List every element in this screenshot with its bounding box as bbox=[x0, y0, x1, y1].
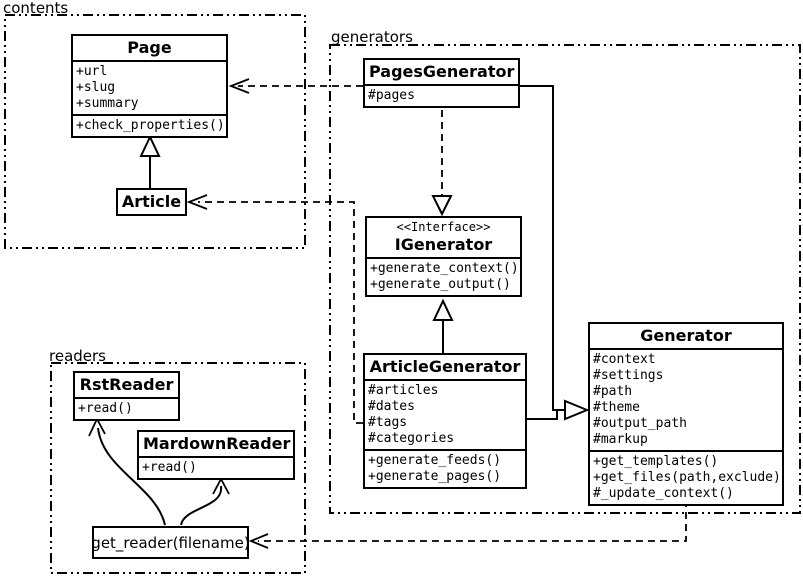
package-generators-border bbox=[329, 44, 801, 514]
arrowhead-open-rstreader bbox=[88, 416, 106, 437]
attribute-row: +summary bbox=[76, 96, 139, 111]
method-row: #_update_context() bbox=[593, 486, 734, 501]
class-pagesgenerator-attributes: #pages bbox=[365, 84, 518, 106]
class-generator-title: Generator bbox=[640, 326, 732, 345]
class-page: Page +url +slug +summary +check_properti… bbox=[71, 34, 228, 138]
edge-generator-uses-getreader bbox=[258, 500, 687, 542]
class-pagesgenerator: PagesGenerator #pages bbox=[363, 58, 520, 108]
arrowhead-open-page bbox=[228, 78, 250, 94]
arrowhead-open-getreader bbox=[248, 533, 269, 549]
class-rstreader-methods: +read() bbox=[75, 397, 178, 419]
method-row: +read() bbox=[78, 401, 133, 416]
attribute-row: #tags bbox=[368, 415, 408, 430]
arrowhead-open-article bbox=[186, 194, 208, 210]
class-articlegenerator-methods: +generate_feeds() +generate_pages() bbox=[365, 449, 525, 487]
attribute-row: #theme bbox=[593, 400, 640, 415]
edge-getreader-to-rstreader bbox=[97, 427, 166, 526]
attribute-row: #markup bbox=[593, 432, 648, 447]
method-row: +get_files(path,exclude) bbox=[593, 470, 781, 485]
class-igenerator: <<Interface>> IGenerator +generate_conte… bbox=[365, 216, 522, 297]
arrowhead-triangle-page bbox=[139, 134, 161, 157]
edge-getreader-to-markdownreader bbox=[180, 485, 223, 526]
class-articlegenerator-title: ArticleGenerator bbox=[369, 357, 521, 376]
class-rstreader-title: RstReader bbox=[79, 375, 174, 394]
attribute-row: #settings bbox=[593, 368, 664, 383]
attribute-row: +url bbox=[76, 64, 108, 79]
class-generator-methods: +get_templates() +get_files(path,exclude… bbox=[590, 450, 782, 504]
method-row: +generate_output() bbox=[370, 277, 511, 292]
package-contents-border bbox=[4, 14, 306, 249]
arrowhead-triangle-generator bbox=[564, 399, 590, 421]
attribute-row: #output_path bbox=[593, 416, 687, 431]
class-markdownreader-methods: +read() bbox=[139, 456, 293, 478]
class-page-methods: +check_properties() bbox=[73, 114, 226, 136]
class-rstreader: RstReader +read() bbox=[73, 371, 180, 421]
edge-articlegenerator-extends-generator bbox=[527, 409, 566, 420]
attribute-row: #context bbox=[593, 352, 656, 367]
class-articlegenerator-attributes: #articles #dates #tags #categories bbox=[365, 379, 525, 449]
edge-articlegenerator-uses-article bbox=[198, 201, 363, 424]
method-row: +generate_feeds() bbox=[368, 453, 502, 468]
package-label-generators: generators bbox=[331, 28, 413, 46]
class-igenerator-methods: +generate_context() +generate_output() bbox=[367, 257, 520, 295]
arrowhead-triangle-igenerator-bottom bbox=[432, 298, 454, 321]
attribute-row: +slug bbox=[76, 80, 116, 95]
class-article: Article bbox=[116, 188, 187, 216]
arrowhead-triangle-igenerator-top bbox=[431, 195, 453, 217]
class-pagesgenerator-title: PagesGenerator bbox=[369, 62, 515, 81]
class-igenerator-stereotype: <<Interface>> bbox=[396, 220, 491, 234]
class-markdownreader: MardownReader +read() bbox=[137, 430, 295, 480]
class-markdownreader-title: MardownReader bbox=[143, 434, 291, 453]
attribute-row: #path bbox=[593, 384, 633, 399]
class-page-title: Page bbox=[127, 38, 172, 57]
package-label-contents: contents bbox=[3, 0, 69, 17]
attribute-row: #dates bbox=[368, 399, 415, 414]
method-row: +generate_context() bbox=[370, 261, 519, 276]
class-articlegenerator: ArticleGenerator #articles #dates #tags … bbox=[363, 353, 527, 489]
package-label-readers: readers bbox=[49, 347, 106, 365]
node-get-reader: get_reader(filename) bbox=[91, 526, 250, 559]
node-get-reader-label: get_reader(filename) bbox=[91, 533, 250, 552]
attribute-row: #articles bbox=[368, 383, 439, 398]
method-row: +check_properties() bbox=[76, 118, 225, 133]
class-article-title: Article bbox=[121, 192, 182, 211]
class-generator: Generator #context #settings #path #them… bbox=[588, 322, 784, 506]
attribute-row: #pages bbox=[368, 88, 415, 103]
class-generator-attributes: #context #settings #path #theme #output_… bbox=[590, 348, 782, 450]
class-igenerator-name: IGenerator bbox=[394, 235, 493, 254]
package-readers-border bbox=[50, 362, 306, 574]
attribute-row: #categories bbox=[368, 431, 455, 446]
class-igenerator-title: <<Interface>> IGenerator bbox=[367, 218, 520, 257]
method-row: +get_templates() bbox=[593, 454, 719, 469]
class-page-attributes: +url +slug +summary bbox=[73, 60, 226, 114]
method-row: +generate_pages() bbox=[368, 469, 502, 484]
method-row: +read() bbox=[142, 460, 197, 475]
